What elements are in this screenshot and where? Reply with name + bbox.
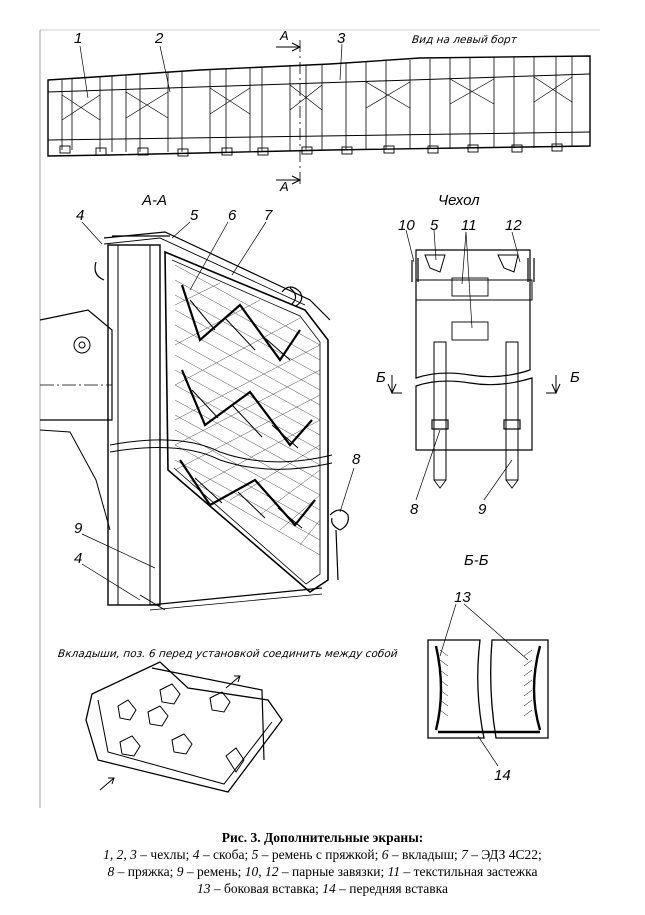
label-side-insert-13: 13	[454, 589, 471, 606]
caption-num: 1, 2, 3	[103, 847, 137, 862]
section-mark-a-bottom: А	[280, 179, 289, 194]
caption-num: 13	[197, 881, 211, 896]
view-label: Вид на левый борт	[411, 34, 518, 46]
section-mark-a-top: А	[280, 28, 289, 43]
caption-num: 5	[251, 847, 259, 862]
caption-num: 6	[381, 847, 389, 862]
caption-num: 7	[461, 847, 468, 862]
caption-line-3: 13 – боковая вставка; 14 – передняя вста…	[0, 880, 645, 897]
figure-caption: Рис. 3. Дополнительные экраны: 1, 2, 3 –…	[0, 829, 645, 897]
caption-text: – ремень с пряжкой;	[258, 847, 382, 862]
caption-text: – боковая вставка;	[210, 881, 323, 896]
caption-text: – текстильная застежка	[400, 864, 538, 879]
caption-text: – чехлы;	[136, 847, 193, 862]
caption-title: Рис. 3. Дополнительные экраны:	[221, 830, 424, 845]
section-bb-drawing	[427, 603, 549, 767]
inserts-drawing	[85, 661, 283, 793]
label-cover-strap-9: 9	[478, 501, 487, 518]
section-mark-b-right: Б	[570, 369, 580, 386]
label-bracket-4-top: 4	[76, 207, 85, 224]
caption-text: – скоба;	[199, 847, 252, 862]
caption-num: 4	[192, 847, 200, 862]
caption-num: 9	[176, 864, 184, 879]
section-mark-b-left: Б	[376, 369, 386, 386]
caption-num: 11	[387, 864, 401, 879]
cover-title: Чехол	[438, 192, 480, 209]
cover-drawing	[387, 229, 561, 501]
label-front-insert-14: 14	[494, 767, 511, 784]
caption-line-1: 1, 2, 3 – чехлы; 4 – скоба; 5 – ремень с…	[0, 846, 645, 863]
section-aa-title: А-А	[142, 192, 168, 209]
caption-text: – пряжка;	[114, 864, 177, 879]
label-cover-3: 3	[337, 30, 346, 47]
label-strap-5: 5	[190, 207, 199, 224]
label-era-7: 7	[264, 207, 273, 224]
caption-text: – вкладыш;	[388, 847, 462, 862]
top-view-drawing	[47, 40, 591, 188]
section-aa-drawing	[39, 221, 355, 611]
label-fastener-11: 11	[461, 217, 477, 234]
caption-num: 14	[322, 881, 336, 896]
label-cover-2: 2	[155, 30, 164, 47]
label-buckle-8: 8	[352, 451, 361, 468]
label-strap-9: 9	[74, 520, 83, 537]
label-cover-1: 1	[74, 30, 83, 47]
caption-text: – парные завязки;	[278, 864, 388, 879]
label-ties-10: 10	[398, 217, 415, 234]
label-cover-strap-5: 5	[430, 217, 439, 234]
caption-num: 10, 12	[244, 864, 279, 879]
label-cover-buckle-8: 8	[410, 501, 419, 518]
caption-text: – ЭДЗ 4С22;	[467, 847, 542, 862]
section-bb-title: Б-Б	[464, 552, 489, 569]
label-ties-12: 12	[505, 217, 522, 234]
caption-text: – ремень;	[183, 864, 245, 879]
caption-text: – передняя вставка	[335, 881, 448, 896]
label-insert-6: 6	[228, 207, 237, 224]
label-bracket-4-bottom: 4	[74, 550, 83, 567]
inserts-note: Вкладыши, поз. 6 перед установкой соедин…	[57, 648, 399, 660]
caption-num: 8	[107, 864, 115, 879]
caption-line-2: 8 – пряжка; 9 – ремень; 10, 12 – парные …	[0, 863, 645, 880]
